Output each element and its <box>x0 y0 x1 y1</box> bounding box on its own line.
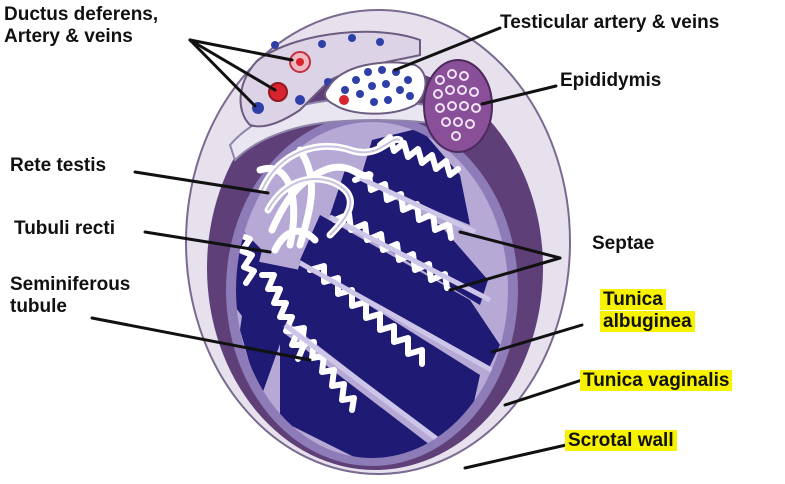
artery-vessel <box>296 58 304 66</box>
label-scrotal-wall-text: Scrotal wall <box>565 430 677 451</box>
leader-lines <box>90 26 584 470</box>
duct-ring <box>441 117 451 127</box>
tubule <box>352 171 454 241</box>
artery-vessel <box>268 82 288 102</box>
vein-vessel <box>318 40 326 48</box>
leader-line <box>463 443 568 470</box>
duct-ring <box>453 117 463 127</box>
duct-ring <box>447 69 457 79</box>
vein-dot <box>368 82 376 90</box>
vein-dot <box>384 96 392 104</box>
lobule <box>330 170 488 305</box>
rete-outline-strand <box>267 178 352 236</box>
label-tunica-albuginea-line2: albuginea <box>600 311 695 332</box>
leader-line <box>490 323 584 354</box>
label-septae: Septae <box>592 233 655 254</box>
vein-dot <box>370 98 378 106</box>
lobules <box>236 128 500 458</box>
vein-vessel <box>376 38 384 46</box>
label-seminiferous-tubule: Seminiferous tubule <box>10 274 130 318</box>
lobule <box>360 128 470 225</box>
leader-line <box>458 230 562 260</box>
label-tunica-vaginalis-text: Tunica vaginalis <box>580 370 733 391</box>
epididymis-body <box>423 59 493 153</box>
vessels <box>252 34 384 114</box>
vein-dot <box>364 68 372 76</box>
septum <box>358 175 477 235</box>
vein-vessel <box>348 34 356 42</box>
testicular-artery <box>339 95 349 105</box>
epididymis-ducts <box>433 69 481 141</box>
vein-dot <box>396 86 404 94</box>
label-seminiferous-line1: Seminiferous <box>10 274 131 295</box>
vein-dot <box>356 90 364 98</box>
vein-dot <box>341 86 349 94</box>
label-epididymis: Epididymis <box>560 70 662 91</box>
tubule <box>377 134 461 178</box>
label-ductus-deferens: Ductus deferens, Artery & veins <box>4 4 158 48</box>
duct-ring <box>457 85 467 95</box>
vein-vessel <box>295 95 305 105</box>
vein-dot <box>406 92 414 100</box>
duct-ring <box>471 103 481 113</box>
leader-line <box>188 38 257 108</box>
leader-line <box>393 26 502 72</box>
label-ductus-line2: Artery & veins <box>4 26 133 47</box>
label-seminiferous-line2: tubule <box>10 296 67 317</box>
label-tunica-vaginalis: Tunica vaginalis <box>580 370 733 392</box>
duct-ring <box>445 85 455 95</box>
lobule <box>240 260 300 400</box>
leader-line <box>448 256 562 292</box>
label-tubuli-recti: Tubuli recti <box>14 218 115 239</box>
duct-ring <box>459 71 469 81</box>
vein-dot <box>352 76 360 84</box>
leader-line <box>188 38 277 92</box>
duct-ring <box>435 103 445 113</box>
leader-line <box>133 170 270 195</box>
duct-ring <box>469 87 479 97</box>
label-ductus-line1: Ductus deferens, <box>4 4 159 25</box>
leader-line <box>503 378 584 407</box>
vein-dot <box>404 76 412 84</box>
duct-ring <box>435 75 445 85</box>
septum <box>298 260 497 375</box>
lobule <box>300 215 500 370</box>
leader-line <box>90 316 312 362</box>
duct-ring <box>465 119 475 129</box>
leader-line <box>143 230 272 254</box>
duct-ring <box>451 131 461 141</box>
duct-ring <box>433 89 443 99</box>
lobule <box>285 262 480 440</box>
label-rete-testis: Rete testis <box>10 155 107 176</box>
leader-line <box>188 38 294 62</box>
rete-outline <box>261 138 401 236</box>
leader-line <box>480 84 558 106</box>
tubule <box>237 232 257 286</box>
rete-strand <box>271 227 319 254</box>
tubule <box>259 272 307 362</box>
duct-ring <box>459 101 469 111</box>
duct-ring <box>447 101 457 111</box>
rete-outline-strand <box>261 138 401 191</box>
septum <box>283 323 447 447</box>
vein-dot <box>382 80 390 88</box>
vein-vessel <box>271 41 279 49</box>
rete-strand <box>268 163 374 234</box>
label-tunica-albuginea: Tunica albuginea <box>600 289 695 333</box>
label-testicular-artery-veins: Testicular artery & veins <box>500 12 720 33</box>
label-tunica-albuginea-line1: Tunica <box>600 289 666 310</box>
label-scrotal-wall: Scrotal wall <box>565 430 677 452</box>
vein-dot <box>378 66 386 74</box>
